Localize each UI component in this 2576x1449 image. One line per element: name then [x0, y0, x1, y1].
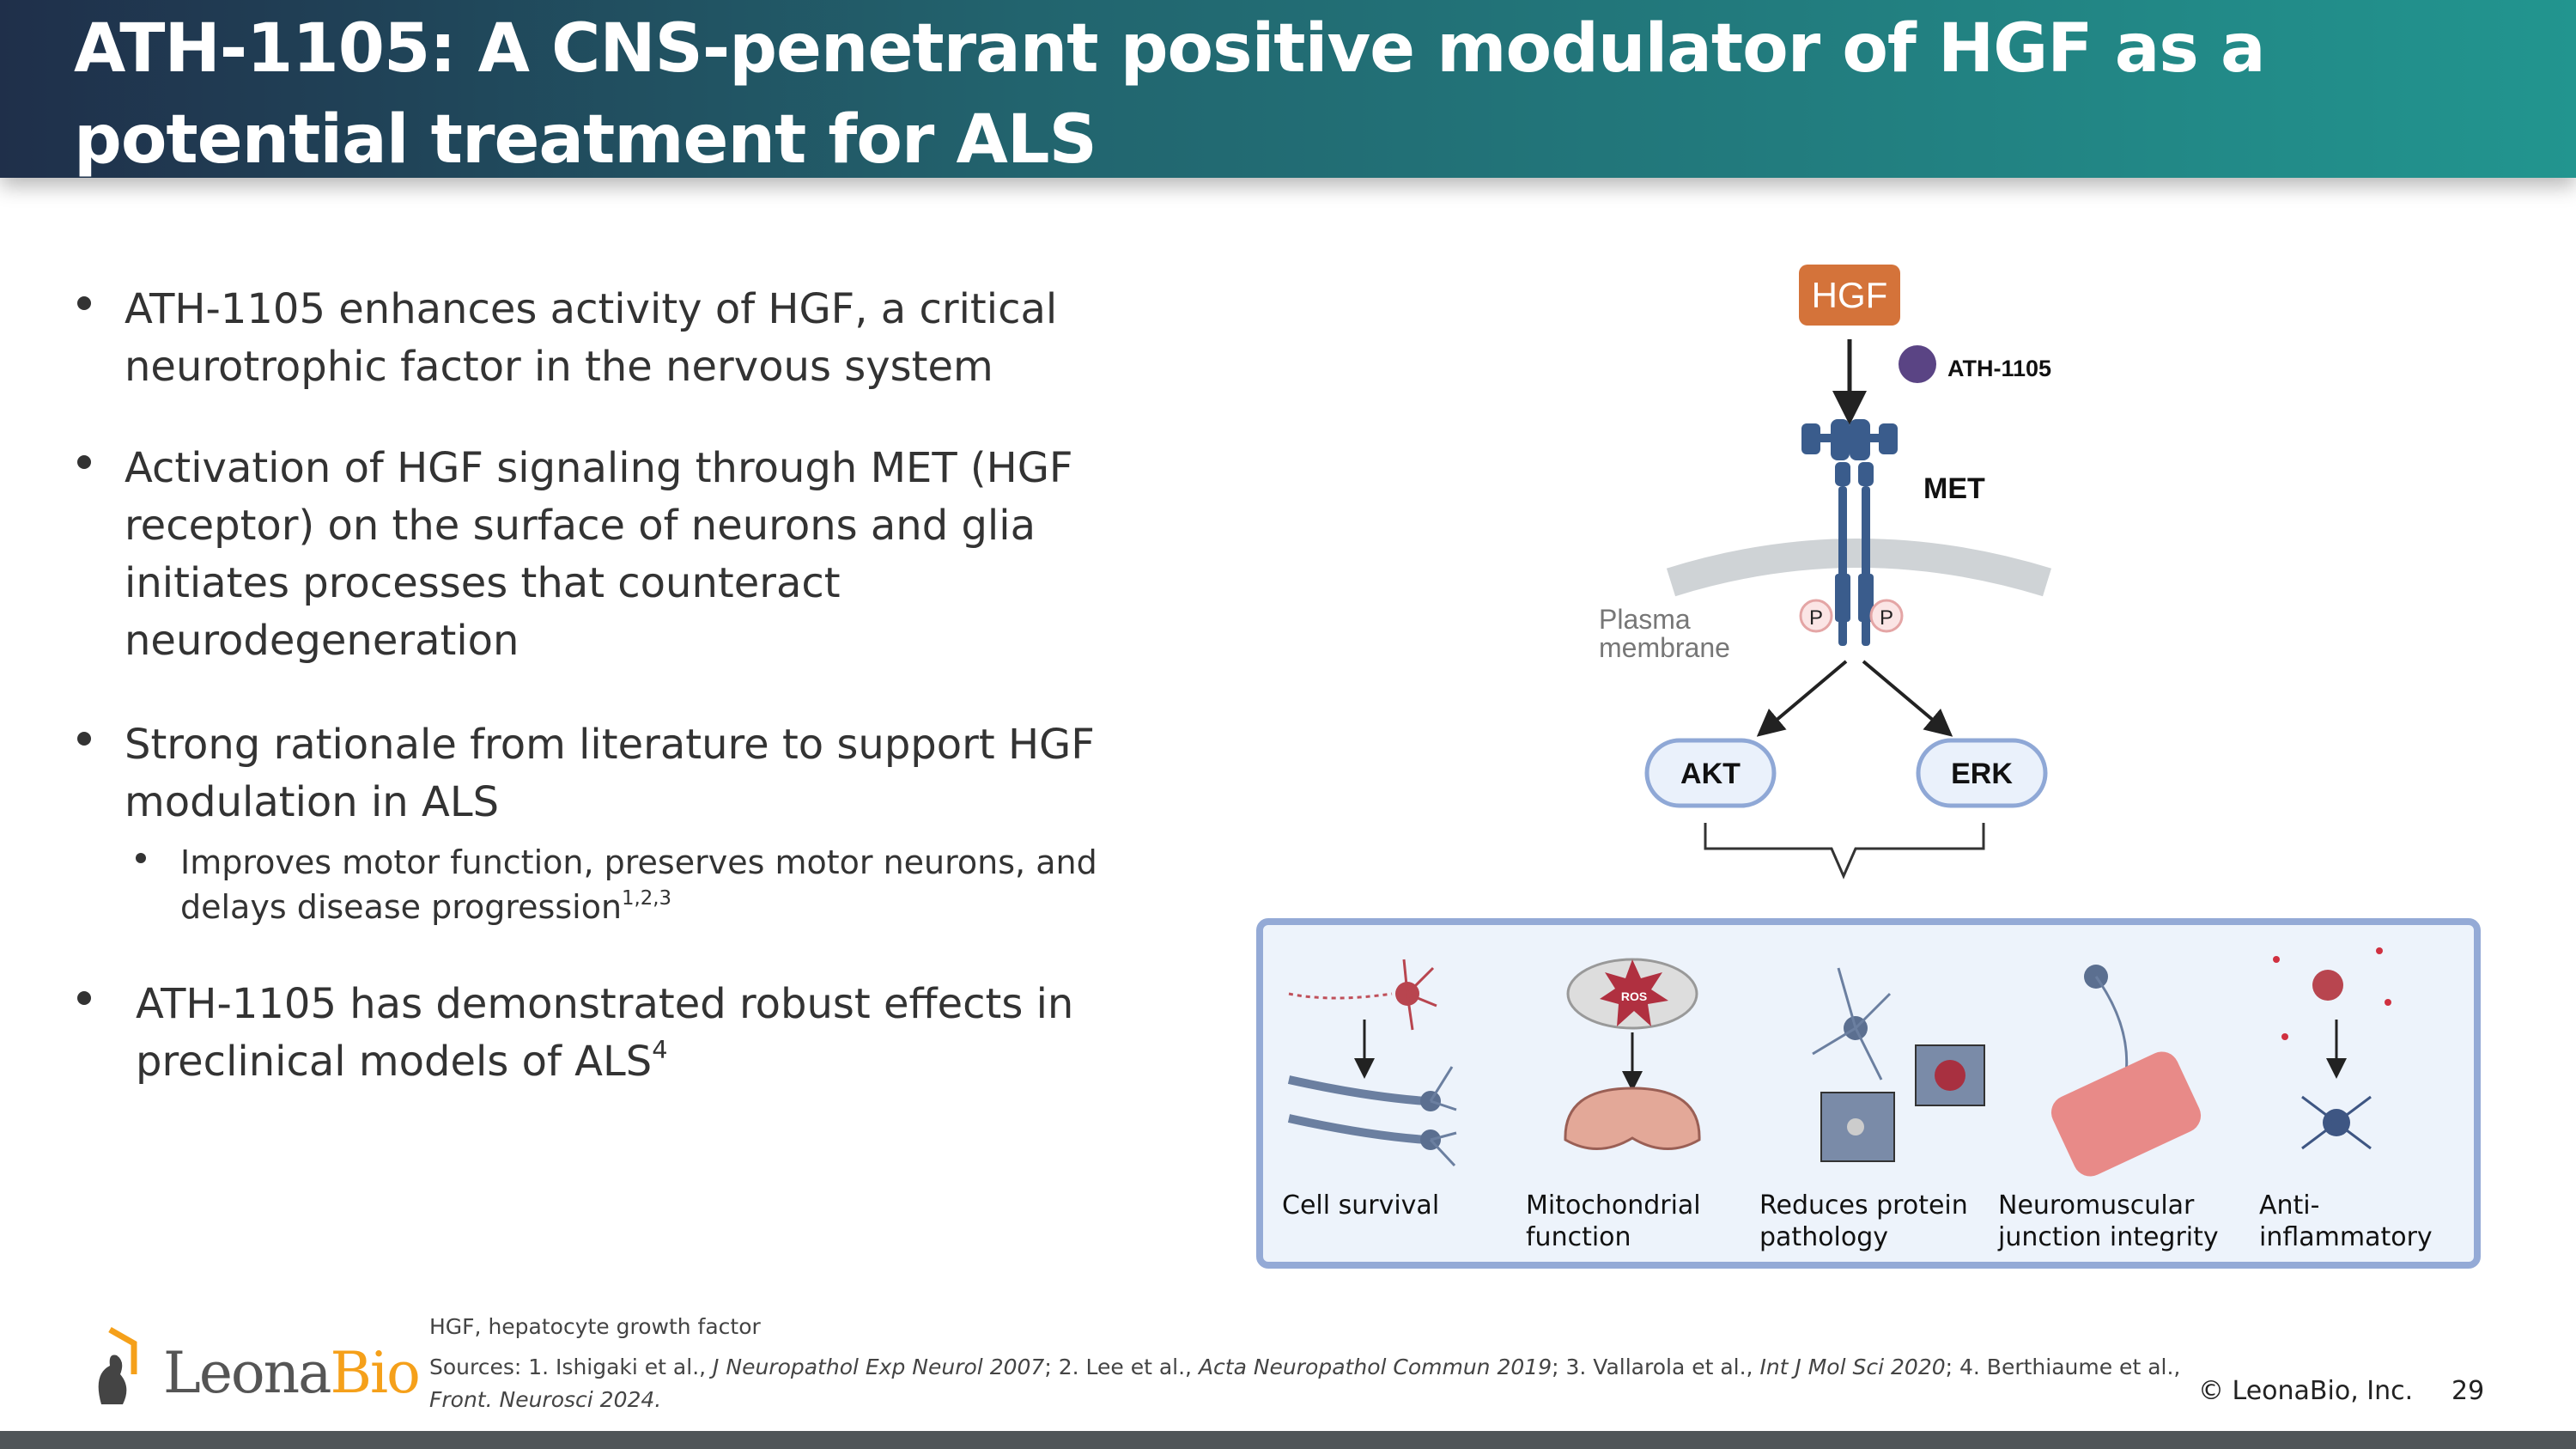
- leona-cat-icon: [98, 1326, 137, 1404]
- mitochondria-icon: ROS: [1564, 958, 1701, 1150]
- bullet-4-text: ATH-1105 has demonstrated robust effects…: [136, 980, 1074, 1086]
- membrane-label: membrane: [1599, 632, 1730, 663]
- logo-text: LeonaBio: [163, 1340, 421, 1406]
- outcome-cell-survival: Cell survival: [1282, 1190, 1439, 1221]
- bullet-3: Strong rationale from literature to supp…: [125, 721, 1095, 826]
- outcome-label: Neuromuscular: [1998, 1190, 2195, 1221]
- met-receptor-icon: [1801, 419, 1898, 646]
- bullet-dot: [77, 296, 91, 310]
- arrow-to-akt: [1756, 660, 1848, 737]
- bullet-dot: [77, 732, 91, 746]
- source-text: ; 3. Vallarola et al.,: [1552, 1355, 1760, 1379]
- source-text: ; 2. Lee et al.,: [1044, 1355, 1199, 1379]
- hgf-box: HGF: [1799, 265, 1900, 326]
- ath-1105-molecule-icon: [1899, 345, 1936, 383]
- title-bar: ATH-1105: A CNS-penetrant positive modul…: [0, 0, 2576, 179]
- sub-bullet-dot: [136, 853, 146, 863]
- slide-title: ATH-1105: A CNS-penetrant positive modul…: [74, 10, 2266, 179]
- ath-1105-label: ATH-1105: [1947, 356, 2051, 381]
- outcome-label: function: [1526, 1222, 1631, 1252]
- erk-label: ERK: [1951, 758, 2013, 790]
- source-journal: Int J Mol Sci 2020: [1759, 1355, 1946, 1379]
- membrane-label: Plasma: [1599, 604, 1691, 635]
- sources-note: Sources: 1. Ishigaki et al., J Neuropath…: [429, 1351, 2190, 1416]
- citation-sup: 4: [652, 1034, 668, 1064]
- protein-aggregate-icon: [1812, 967, 1985, 1162]
- outcome-illustrations: ROS: [1287, 947, 2391, 1177]
- outcome-anti-inflammatory: Anti-inflammatory: [2259, 1190, 2474, 1253]
- met-label: MET: [1923, 472, 1985, 505]
- hgf-met-pathway-diagram: HGF ATH-1105 P P MET Plasma membrane AKT…: [1599, 265, 2051, 880]
- phosphate-label: P: [1880, 606, 1893, 630]
- citation-sup: 1,2,3: [622, 887, 672, 910]
- arrow-to-erk: [1862, 660, 1953, 737]
- ros-label: ROS: [1621, 989, 1647, 1003]
- akt-label: AKT: [1680, 758, 1741, 790]
- sub-bullet-text: Improves motor function, preserves motor…: [180, 843, 1097, 926]
- phosphate-label: P: [1809, 606, 1823, 630]
- outcome-label: Reduces protein: [1759, 1190, 1968, 1221]
- source-text: ; 4. Berthiaume et al.,: [1945, 1355, 2181, 1379]
- bullet-1: ATH-1105 enhances activity of HGF, a cri…: [125, 285, 1058, 391]
- bullet-4: ATH-1105 has demonstrated robust effects…: [136, 976, 1123, 1091]
- abbreviation-note: HGF, hepatocyte growth factor: [429, 1314, 761, 1339]
- neuromuscular-junction-icon: [2050, 965, 2202, 1177]
- bullet-dot: [77, 455, 91, 469]
- plasma-membrane: [1666, 539, 2051, 597]
- sub-bullet-1: Improves motor function, preserves motor…: [180, 840, 1125, 929]
- bullet-2: Activation of HGF signaling through MET …: [125, 444, 1073, 665]
- bullet-dot: [77, 991, 91, 1005]
- outcome-label: Anti-inflammatory: [2259, 1190, 2433, 1252]
- company-logo: LeonaBio: [84, 1323, 421, 1409]
- bottom-bar: [0, 1431, 2576, 1449]
- outcome-label: Cell survival: [1282, 1190, 1440, 1221]
- hgf-label: HGF: [1812, 275, 1888, 315]
- outcome-label: pathology: [1759, 1222, 1889, 1252]
- outcome-label: Mitochondrial: [1526, 1190, 1701, 1221]
- source-journal: J Neuropathol Exp Neurol 2007: [713, 1355, 1045, 1379]
- neuron-survival-icon: [1287, 959, 1457, 1167]
- source-journal: Acta Neuropathol Commun 2019: [1198, 1355, 1552, 1379]
- source-journal: Front. Neurosci 2024.: [429, 1387, 662, 1412]
- bracket: [1704, 823, 1985, 880]
- page-number: 29: [2451, 1376, 2485, 1406]
- outcome-label: junction integrity: [1998, 1222, 2219, 1252]
- phosphate-icon: P P: [1799, 599, 1904, 633]
- copyright: © LeonaBio, Inc.: [2198, 1376, 2414, 1406]
- akt-node: AKT: [1644, 738, 1777, 808]
- source-text: Sources: 1. Ishigaki et al.,: [429, 1355, 714, 1379]
- erk-node: ERK: [1916, 738, 2048, 808]
- microglia-icon: [2273, 947, 2391, 1150]
